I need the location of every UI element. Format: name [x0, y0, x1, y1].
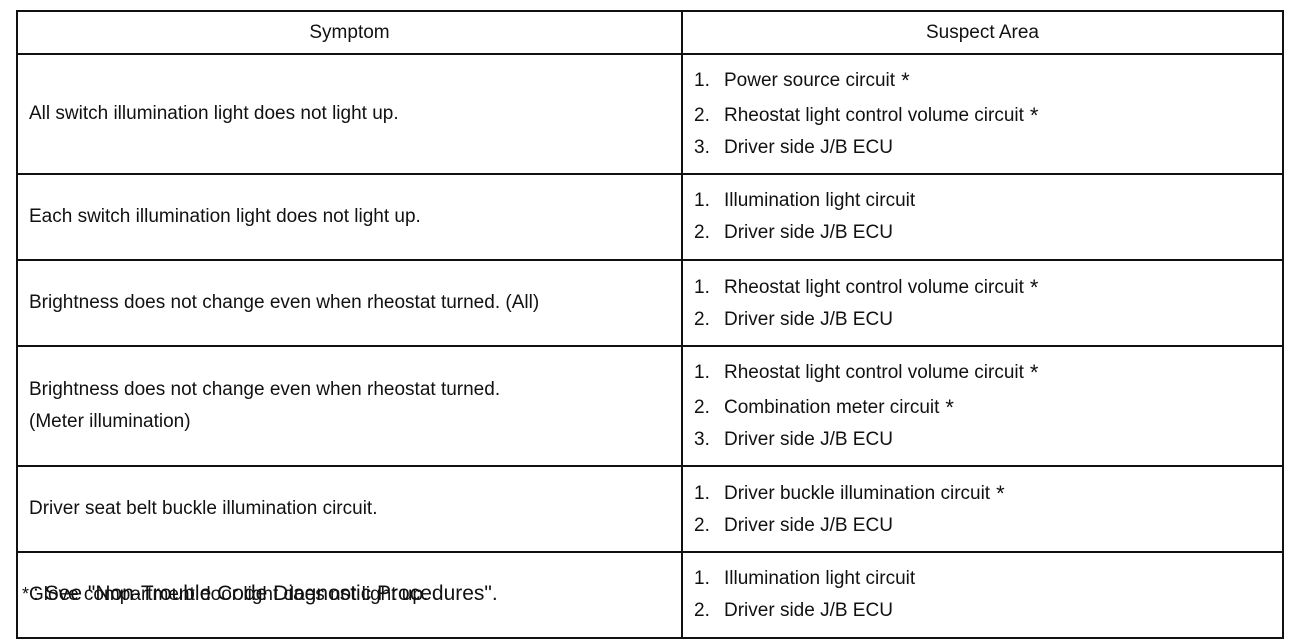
asterisk-icon: * — [1029, 102, 1039, 128]
suspect-item-text: Illumination light circuit — [724, 189, 916, 211]
table-row: Brightness does not change even when rhe… — [16, 345, 1284, 467]
footnote-text: : See "Non-Trouble Code Diagnostic Proce… — [33, 582, 498, 605]
suspect-item-text: Rheostat light control volume circuit — [724, 362, 1024, 384]
suspect-item-number: 1. — [694, 362, 710, 384]
table-row: Driver seat belt buckle illumination cir… — [16, 465, 1284, 553]
suspect-item-number: 2. — [694, 222, 710, 243]
symptom-text: Brightness does not change even when rhe… — [29, 379, 501, 400]
table-row: All switch illumination light does not l… — [16, 53, 1284, 175]
symptom-text: Each switch illumination light does not … — [29, 206, 421, 227]
suspect-item: 1. Illumination light circuit — [694, 185, 1282, 218]
table-header-row: Symptom Suspect Area — [16, 10, 1284, 55]
suspect-item: 1. Driver buckle illumination circuit* — [694, 476, 1282, 511]
suspect-area-cell: 1.Power source circuit*2.Rheostat light … — [681, 53, 1284, 175]
suspect-item-text: Rheostat light control volume circuit — [724, 276, 1024, 298]
suspect-item-number: 2. — [694, 104, 710, 126]
suspect-item-number: 2. — [694, 396, 710, 418]
suspect-item-number: 2. — [694, 515, 710, 536]
suspect-area-cell: 1.Rheostat light control volume circuit*… — [681, 345, 1284, 467]
suspect-item-text: Driver side J/B ECU — [724, 515, 893, 536]
symptom-cell: Brightness does not change even when rhe… — [16, 345, 683, 467]
footnote-star: * — [22, 584, 30, 604]
suspect-item: 3. Driver side J/B ECU — [694, 132, 1282, 165]
asterisk-icon: * — [1029, 274, 1039, 300]
suspect-item-number: 2. — [694, 309, 710, 330]
symptom-cell: Driver seat belt buckle illumination cir… — [16, 465, 683, 553]
symptom-text: Driver seat belt buckle illumination cir… — [29, 498, 378, 519]
suspect-item-text: Illumination light circuit — [724, 567, 916, 589]
header-symptom: Symptom — [16, 10, 683, 55]
asterisk-icon: * — [945, 394, 954, 420]
asterisk-icon: * — [1029, 360, 1039, 386]
suspect-item: 2. Driver side J/B ECU — [694, 595, 1282, 628]
header-suspect-area: Suspect Area — [681, 10, 1284, 55]
suspect-area-cell: 1. Driver buckle illumination circuit* 2. D… — [681, 465, 1284, 553]
suspect-item-text: Driver side J/B ECU — [724, 600, 893, 621]
table-body: All switch illumination light does not l… — [16, 53, 1284, 639]
symptom-cell: Each switch illumination light does not … — [16, 173, 683, 261]
suspect-area-cell: 1. Illumination light circuit 2. Driver sid… — [681, 173, 1284, 261]
suspect-item-text: Driver side J/B ECU — [724, 222, 893, 243]
suspect-item-text: Driver side J/B ECU — [724, 429, 893, 451]
symptom-text: Glove compartment door light does not li… — [29, 584, 429, 605]
suspect-item: 2. Driver side J/B ECU — [694, 304, 1282, 337]
suspect-item: 2. Rheostat light control volume circuit* — [694, 98, 1282, 133]
suspect-item-number: 3. — [694, 429, 710, 451]
asterisk-icon: * — [901, 68, 910, 94]
suspect-item: 1. Rheostat light control volume circuit* — [694, 355, 1282, 390]
suspect-item-text: Driver side J/B ECU — [724, 309, 893, 330]
symptom-text: (Meter illumination) — [29, 411, 191, 432]
suspect-item-number: 1. — [694, 189, 710, 211]
suspect-item-number: 1. — [694, 482, 710, 504]
suspect-item-text: Driver side J/B ECU — [724, 137, 893, 159]
diagnostic-table-container: Symptom Suspect Area All switch illumina… — [16, 10, 1284, 639]
suspect-item-text: Driver buckle illumination circuit — [724, 482, 991, 504]
suspect-item-text: Rheostat light control volume circuit — [724, 104, 1024, 126]
suspect-item: 2. Driver side J/B ECU — [694, 510, 1282, 543]
symptom-text: All switch illumination light does not l… — [29, 103, 399, 124]
suspect-area-cell: 1. Rheostat light control volume circuit*… — [681, 259, 1284, 347]
footnote: *: See "Non-Trouble Code Diagnostic Proc… — [22, 582, 498, 606]
suspect-item-text: Power source circuit — [724, 70, 896, 92]
suspect-item: 1. Rheostat light control volume circuit* — [694, 270, 1282, 305]
suspect-item: 2. Driver side J/B ECU — [694, 217, 1282, 250]
symptom-cell: Brightness does not change even when rhe… — [16, 259, 683, 347]
table-row: Brightness does not change even when rhe… — [16, 259, 1284, 347]
symptom-suspect-table: Symptom Suspect Area All switch illumina… — [16, 10, 1284, 639]
suspect-item: 1. Illumination light circuit — [694, 563, 1282, 596]
suspect-item-number: 3. — [694, 137, 710, 159]
suspect-item-number: 1. — [694, 276, 710, 298]
suspect-item-number: 1. — [694, 70, 710, 92]
suspect-item-text: Combination meter circuit — [724, 396, 940, 418]
suspect-area-cell: 1. Illumination light circuit 2. Driver sid… — [681, 551, 1284, 639]
suspect-item: 2. Combination meter circuit* — [694, 390, 1282, 425]
symptom-cell: All switch illumination light does not l… — [16, 53, 683, 175]
asterisk-icon: * — [996, 480, 1005, 506]
table-row: Each switch illumination light does not … — [16, 173, 1284, 261]
suspect-item: 1. Power source circuit* — [694, 63, 1282, 98]
suspect-item: 3. Driver side J/B ECU — [694, 424, 1282, 457]
suspect-item-number: 1. — [694, 567, 710, 589]
symptom-text: Brightness does not change even when rhe… — [29, 292, 540, 313]
suspect-item-number: 2. — [694, 600, 710, 621]
